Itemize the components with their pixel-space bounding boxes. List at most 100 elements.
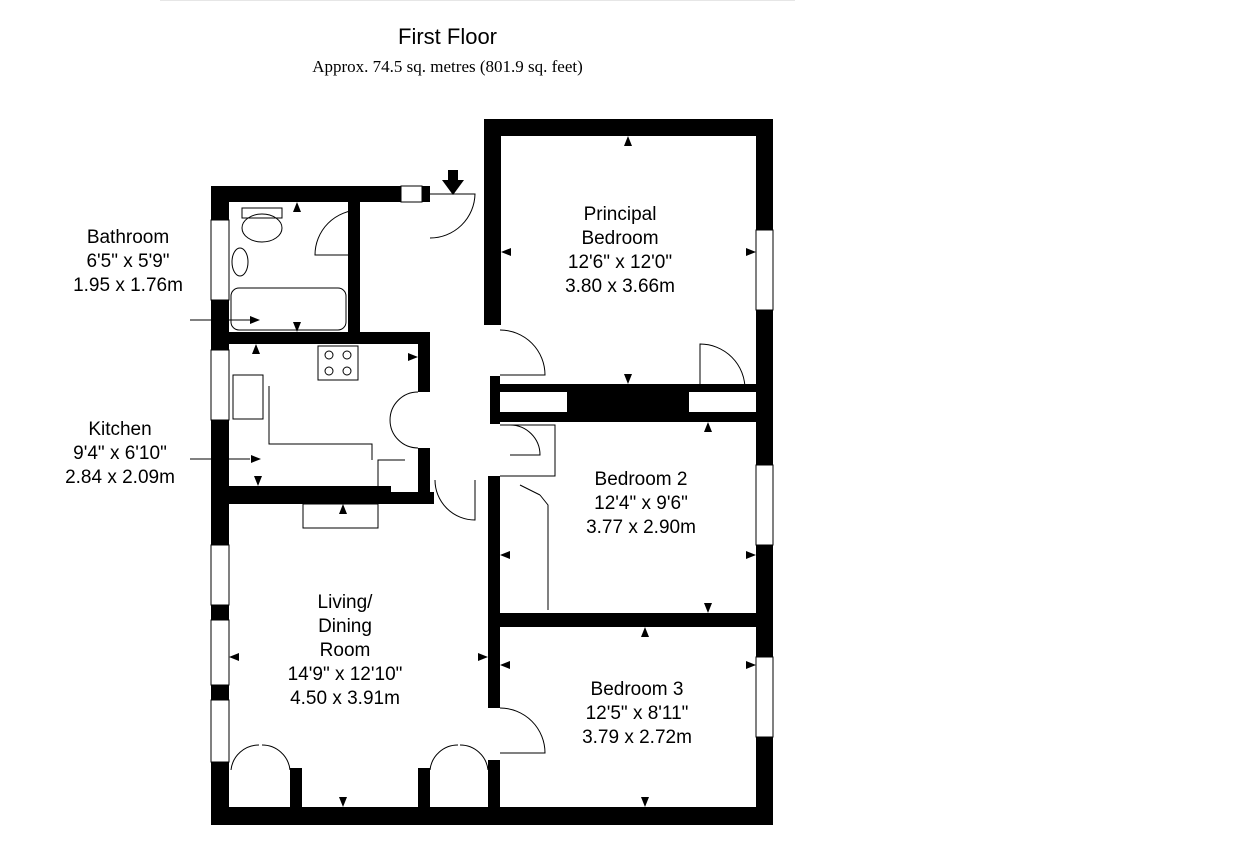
room-dimensions-imperial: 6'5" x 5'9"	[86, 251, 170, 272]
entrance-arrow-icon	[442, 170, 464, 195]
kitchen-sink	[232, 374, 264, 420]
room-name: Room	[319, 640, 371, 661]
room-name: Kitchen	[88, 419, 152, 440]
arrow-up-icon	[641, 627, 649, 637]
fixtures	[230, 207, 549, 610]
floor-area: Approx. 74.5 sq. metres (801.9 sq. feet)	[312, 57, 583, 76]
door-principal	[499, 329, 546, 376]
fireplace	[302, 503, 379, 529]
wall-bed2-top	[500, 412, 756, 422]
toilet	[241, 213, 283, 243]
room-name: Living/	[317, 592, 373, 613]
door-entrance	[429, 193, 476, 239]
arrow-left-icon	[229, 653, 239, 661]
window-living-3	[210, 699, 230, 763]
arrow-right-icon	[746, 661, 756, 669]
arrow-left-icon	[500, 661, 510, 669]
arrow-right-icon	[746, 248, 756, 256]
wall-bed2-bed3	[488, 613, 773, 627]
room-name: Bedroom	[581, 228, 659, 249]
arrow-down-icon	[293, 322, 301, 332]
room-label-living-dining: Living/ Dining Room 14'9" x 12'10" 4.50 …	[275, 591, 415, 711]
arrow-up-icon	[252, 344, 260, 354]
wall-bath-top	[211, 186, 401, 202]
bath-tub	[230, 287, 347, 331]
arrow-right-icon	[478, 653, 488, 661]
arrow-up-icon	[624, 136, 632, 146]
wall-cupboard-left	[290, 768, 302, 825]
room-dimensions-imperial: 12'5" x 8'11"	[585, 703, 689, 724]
arrow-up-icon	[339, 504, 347, 514]
room-label-kitchen: Kitchen 9'4" x 6'10" 2.84 x 2.09m	[50, 418, 190, 490]
room-dimensions-metric: 3.77 x 2.90m	[586, 517, 696, 538]
room-dimensions-metric: 4.50 x 3.91m	[290, 688, 400, 709]
basin	[231, 247, 249, 277]
arrow-down-icon	[624, 374, 632, 384]
wall-cupboard-right	[418, 768, 430, 825]
room-dimensions-metric: 1.95 x 1.76m	[73, 275, 183, 296]
door-living	[434, 479, 476, 521]
wall-kitchen-living-stub	[378, 492, 434, 504]
leader-lines	[190, 319, 250, 460]
toilet-cistern	[241, 207, 283, 219]
wall-corridor-right-upper	[490, 376, 500, 424]
arrow-right-icon	[408, 353, 418, 361]
wall-kitchen-right-upper	[418, 332, 430, 392]
room-dimensions-metric: 3.80 x 3.66m	[565, 276, 675, 297]
room-name: Bathroom	[86, 227, 170, 248]
hob	[317, 345, 359, 381]
room-label-bedroom-3: Bedroom 3 12'5" x 8'11" 3.79 x 2.72m	[567, 678, 707, 750]
windows	[210, 185, 774, 763]
wall-bed3-left-lower	[488, 760, 500, 825]
wardrobe-bed2	[519, 484, 549, 610]
arrow-up-icon	[704, 422, 712, 432]
room-label-principal-bedroom: Principal Bedroom 12'6" x 12'0" 3.80 x 3…	[550, 203, 690, 299]
cupboard-bed2	[500, 424, 556, 477]
arrow-left-icon	[500, 551, 510, 559]
wall-bed3-left	[488, 613, 500, 708]
window-living-2	[210, 619, 230, 686]
room-dimensions-imperial: 14'9" x 12'10"	[287, 664, 403, 685]
door-bed2-cupboard	[509, 424, 541, 456]
header-divider	[160, 0, 795, 1]
arrow-down-icon	[339, 797, 347, 807]
wall-principal-top	[484, 119, 773, 136]
window-bed2	[755, 464, 774, 546]
door-principal-closet	[699, 343, 746, 390]
door-cupboard-left	[230, 744, 291, 771]
floor-title: First Floor	[398, 24, 497, 49]
door-kitchen	[389, 391, 419, 449]
door-bathroom	[314, 209, 361, 256]
room-name: Bedroom 2	[594, 469, 688, 490]
arrow-left-icon	[501, 248, 511, 256]
wall-kitchen-right-lower	[418, 448, 430, 500]
room-dimensions-imperial: 12'6" x 12'0"	[567, 252, 673, 273]
room-label-bathroom: Bathroom 6'5" x 5'9" 1.95 x 1.76m	[58, 226, 198, 298]
kitchen-counter	[268, 386, 373, 460]
wall-bed2-left	[488, 476, 500, 616]
arrow-down-icon	[641, 797, 649, 807]
window-principal	[755, 229, 774, 311]
door-cupboard-right	[429, 744, 489, 771]
room-name: Dining	[318, 616, 372, 637]
arrow-down-icon	[704, 603, 712, 613]
kitchen-unit	[377, 459, 405, 486]
dimension-markers	[229, 136, 756, 807]
wall-bath-top-end	[422, 186, 430, 202]
door-bed3	[499, 707, 546, 754]
window-bath-top	[400, 185, 423, 203]
room-dimensions-imperial: 12'4" x 9'6"	[594, 493, 688, 514]
wall-kitchen-living	[211, 486, 391, 504]
room-name: Principal	[583, 204, 657, 225]
wall-principal-left	[484, 119, 501, 325]
arrow-right-icon	[250, 316, 260, 324]
window-living-1	[210, 544, 230, 606]
arrow-down-icon	[254, 476, 262, 486]
wall-bath-kitchen	[211, 332, 430, 344]
doors	[230, 193, 746, 771]
room-name: Bedroom 3	[590, 679, 684, 700]
window-bath	[210, 219, 230, 301]
window-bed3	[755, 656, 774, 738]
arrow-right-icon	[251, 455, 261, 463]
